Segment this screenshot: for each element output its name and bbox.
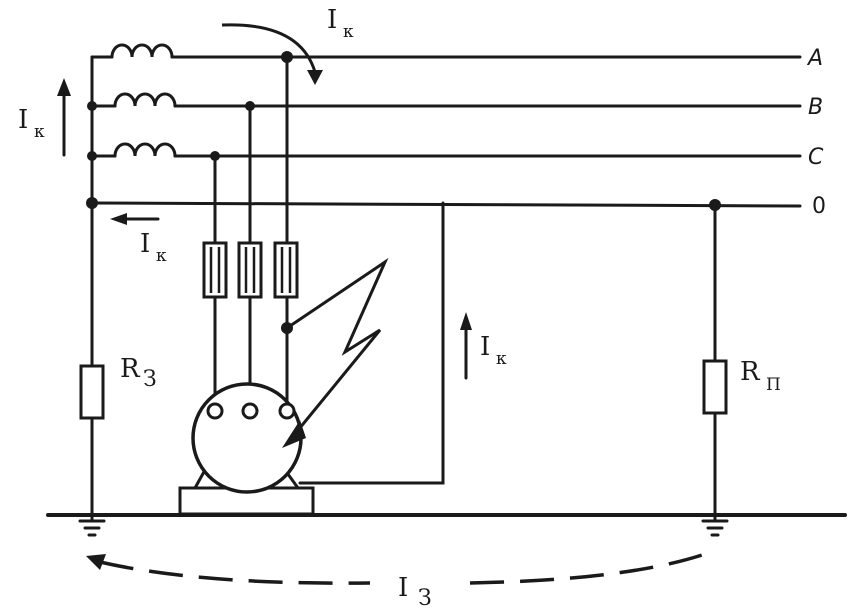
motor-body [191, 382, 303, 494]
arrow-icon [460, 312, 472, 330]
repeat-ground-resistor: R П [702, 199, 781, 522]
fault-current-neutral: I к [110, 213, 167, 266]
fault-current-left-label: I [18, 105, 28, 135]
fault-current-neutral-label: I [140, 229, 150, 259]
power-lines: A B C 0 [90, 46, 826, 219]
r-ground-label: R [120, 354, 141, 384]
enclosure-bond [298, 201, 445, 485]
line-neutral [90, 201, 802, 208]
fault-current-top: I к [221, 5, 354, 85]
arrow-icon [307, 70, 323, 85]
inductor-coil-icon [113, 142, 177, 158]
r-repeat-subscript: П [766, 375, 781, 395]
arrow-icon [86, 554, 106, 570]
fuse-icon [237, 241, 263, 299]
resistor-icon [79, 364, 105, 420]
fault-current-left: I к [18, 78, 71, 157]
r-repeat-label: R [740, 357, 761, 387]
fuse-icon [202, 241, 228, 299]
fault-current-neutral-subscript: к [156, 246, 167, 266]
ground-icon [701, 519, 729, 537]
r-ground-subscript: З [143, 367, 157, 392]
ground-current-label: I [398, 573, 408, 603]
ground-icon [78, 519, 106, 537]
motor-terminal [241, 402, 259, 420]
fuses [202, 241, 299, 299]
arrow-icon [110, 213, 127, 225]
motor-terminal [278, 402, 296, 420]
line-b-label: B [808, 95, 823, 120]
line-neutral-label: 0 [812, 194, 826, 219]
ground-resistor: R З [79, 354, 157, 420]
motor-terminal [206, 402, 224, 420]
source-windings [86, 43, 177, 522]
fault-current-enclosure: I к [460, 312, 507, 380]
ground-current-subscript: З [418, 586, 432, 611]
fuse-icon [273, 241, 299, 299]
fault-lightning-icon [282, 257, 389, 448]
earth [46, 513, 847, 537]
fault-current-left-subscript: к [34, 122, 45, 142]
fault-current-enclosure-label: I [480, 332, 490, 362]
inductor-coil-icon [113, 92, 177, 108]
fault-current-top-label: I [327, 5, 337, 35]
ground-current-path: I З [86, 551, 709, 611]
fault-current-top-subscript: к [343, 22, 354, 42]
fault-current-enclosure-subscript: к [496, 349, 507, 369]
line-a-label: A [806, 46, 823, 71]
arrow-icon [57, 78, 71, 96]
resistor-icon [702, 359, 728, 415]
inductor-coil-icon [110, 43, 174, 59]
motor-icon [178, 201, 445, 516]
line-c-label: C [808, 145, 824, 170]
